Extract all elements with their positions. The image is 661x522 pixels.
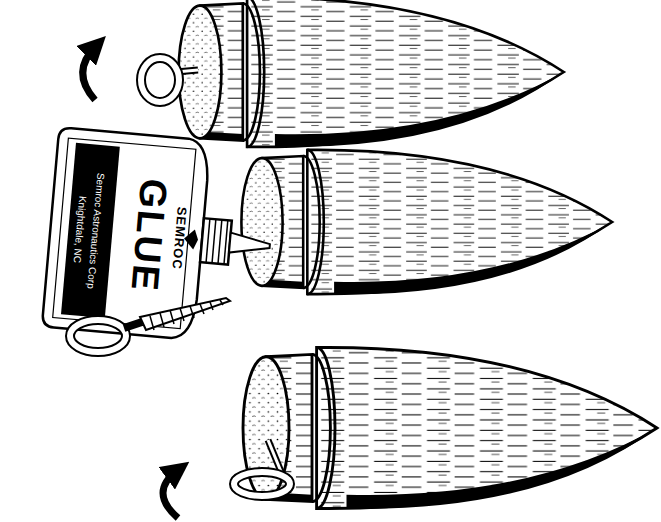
- rotation-arrow: [163, 470, 178, 518]
- glue-bottle: [42, 127, 279, 345]
- screw-eye: [234, 440, 290, 496]
- screw-eye: [141, 58, 198, 102]
- rotation-arrow: [83, 46, 96, 100]
- screw-eye: [70, 298, 230, 352]
- nose-cone: [179, 0, 564, 147]
- nose-cone: [241, 150, 612, 294]
- nose-cone: [243, 347, 657, 508]
